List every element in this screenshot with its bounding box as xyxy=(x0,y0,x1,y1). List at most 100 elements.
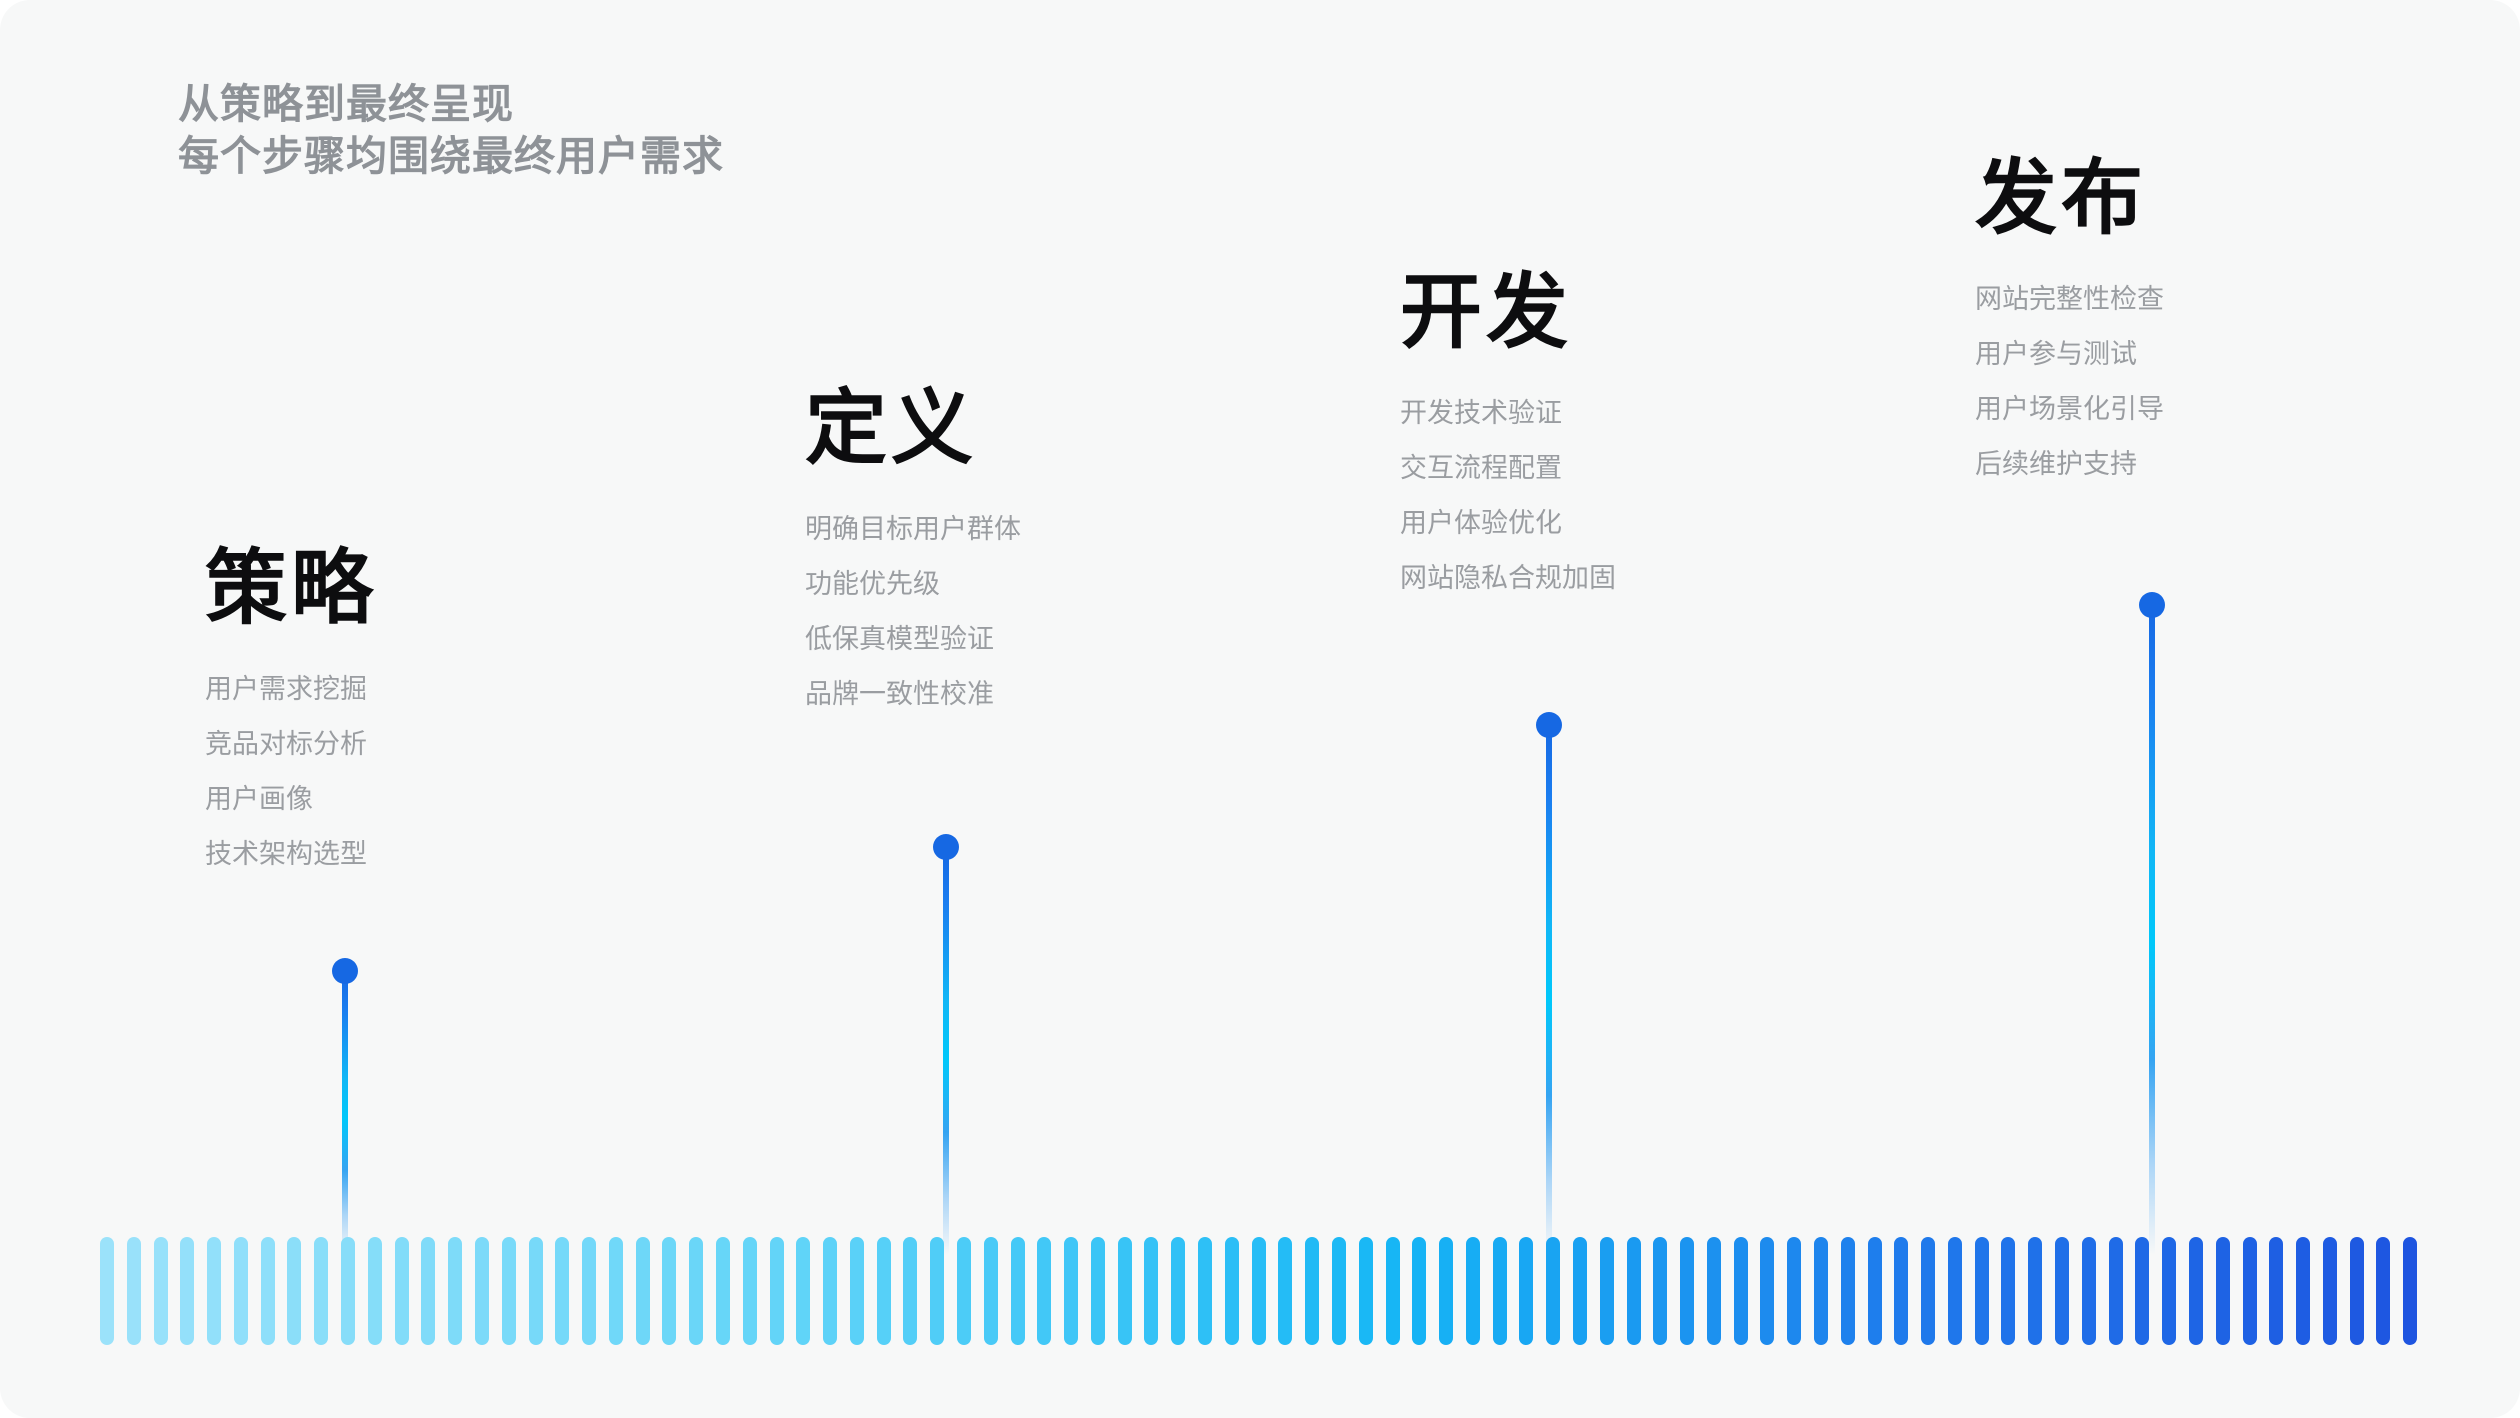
timeline-bar xyxy=(1385,1237,1400,1345)
timeline-bar xyxy=(1492,1237,1507,1345)
stage-item: 后续维护支持 xyxy=(1975,449,2137,479)
timeline-bar xyxy=(394,1237,409,1345)
timeline-bar xyxy=(1117,1237,1132,1345)
timeline-bar xyxy=(2081,1237,2096,1345)
timeline-bar xyxy=(1439,1237,1454,1345)
timeline-bar xyxy=(233,1237,248,1345)
stage-item: 用户体验优化 xyxy=(1400,508,1562,538)
timeline-bar xyxy=(1010,1237,1025,1345)
timeline-bar xyxy=(1278,1237,1293,1345)
stage-item: 用户需求挖掘 xyxy=(205,674,367,704)
stage-column: 发布网站完整性检查用户参与测试用户场景化引导后续维护支持 xyxy=(1975,158,2455,478)
stage-marker-stem xyxy=(2149,605,2155,1255)
timeline-bar xyxy=(474,1237,489,1345)
timeline-bar xyxy=(1144,1237,1159,1345)
stage-item-list: 明确目标用户群体功能优先级低保真模型验证品牌一致性校准 xyxy=(805,516,1285,708)
timeline-bar xyxy=(1974,1237,1989,1345)
timeline-bar xyxy=(957,1237,971,1345)
stage-marker-stem xyxy=(342,971,348,1255)
timeline-bar xyxy=(1546,1237,1561,1345)
timeline-bar xyxy=(635,1237,650,1345)
timeline-bar xyxy=(1814,1237,1828,1345)
stage-item: 开发技术验证 xyxy=(1400,398,1562,428)
timeline-bar xyxy=(1599,1237,1614,1345)
timeline-bar xyxy=(1037,1237,1052,1345)
timeline-bar xyxy=(1706,1237,1721,1345)
stage-marker[interactable] xyxy=(1536,712,1562,1255)
timeline-bar xyxy=(796,1237,811,1345)
timeline-bar xyxy=(1412,1237,1427,1345)
stage-column: 策略用户需求挖掘竞品对标分析用户画像技术架构选型 xyxy=(205,548,685,868)
timeline-bar-strip xyxy=(100,1237,2418,1345)
timeline-bar xyxy=(2162,1237,2177,1345)
timeline-bar xyxy=(1572,1237,1587,1345)
timeline-bar xyxy=(1653,1237,1668,1345)
stage-item: 用户场景化引导 xyxy=(1975,394,2164,424)
timeline-bar xyxy=(2055,1237,2070,1345)
header-block: 从策略到最终呈现 每个步骤均围绕最终用户需求 xyxy=(178,78,1078,183)
stage-column: 开发开发技术验证交互流程配置用户体验优化网站隐私合规加固 xyxy=(1400,272,1880,592)
timeline-bar xyxy=(501,1237,516,1345)
timeline-bar xyxy=(2322,1237,2337,1345)
timeline-bar xyxy=(1680,1237,1695,1345)
stage-item: 网站完整性检查 xyxy=(1975,284,2164,314)
timeline-bar xyxy=(153,1237,168,1345)
timeline-bar xyxy=(2135,1237,2150,1345)
stage-marker[interactable] xyxy=(332,958,358,1255)
stage-item: 明确目标用户群体 xyxy=(805,514,1021,544)
timeline-bar xyxy=(1921,1237,1936,1345)
stage-item-list: 网站完整性检查用户参与测试用户场景化引导后续维护支持 xyxy=(1975,286,2455,478)
timeline-bar xyxy=(2296,1237,2311,1345)
stage-item-list: 用户需求挖掘竞品对标分析用户画像技术架构选型 xyxy=(205,676,685,868)
timeline-bar xyxy=(1947,1237,1962,1345)
timeline-bar xyxy=(421,1237,436,1345)
stage-marker[interactable] xyxy=(2139,592,2165,1255)
stage-item: 交互流程配置 xyxy=(1400,453,1562,483)
timeline-bar xyxy=(769,1237,784,1345)
timeline-bar xyxy=(341,1237,356,1345)
timeline-bar xyxy=(2028,1237,2043,1345)
timeline-bar xyxy=(126,1237,141,1345)
stage-marker-dot-icon[interactable] xyxy=(2139,592,2165,618)
timeline-bar xyxy=(608,1237,623,1345)
stage-item: 竞品对标分析 xyxy=(205,729,367,759)
timeline-bar xyxy=(742,1237,757,1345)
stage-item: 用户参与测试 xyxy=(1975,339,2137,369)
stage-marker[interactable] xyxy=(933,834,959,1255)
timeline-bar xyxy=(1171,1237,1186,1345)
timeline-bar xyxy=(1840,1237,1855,1345)
timeline-bar xyxy=(367,1237,382,1345)
stage-title: 发布 xyxy=(1975,153,2148,244)
timeline-bar xyxy=(715,1237,730,1345)
header-line-1: 从策略到最终呈现 xyxy=(178,81,514,127)
stage-marker-stem xyxy=(1546,725,1552,1255)
timeline-bar xyxy=(1894,1237,1909,1345)
header-line-2: 每个步骤均围绕最终用户需求 xyxy=(178,133,724,180)
timeline-bar xyxy=(823,1237,838,1345)
stage-title: 定义 xyxy=(805,383,978,474)
timeline-bar xyxy=(1198,1237,1213,1345)
timeline-bar xyxy=(528,1237,543,1345)
timeline-bar xyxy=(2001,1237,2016,1345)
timeline-bar xyxy=(849,1237,864,1345)
timeline-bar xyxy=(1331,1237,1346,1345)
timeline-bar xyxy=(2376,1237,2391,1345)
timeline-bar xyxy=(983,1237,998,1345)
stage-marker-dot-icon[interactable] xyxy=(332,958,358,984)
stage-item: 功能优先级 xyxy=(805,569,940,599)
timeline-bar xyxy=(2215,1237,2230,1345)
timeline-bar xyxy=(2349,1237,2364,1345)
stage-marker-dot-icon[interactable] xyxy=(1536,712,1562,738)
timeline-bar xyxy=(207,1237,222,1345)
timeline-bar xyxy=(260,1237,275,1345)
stage-marker-stem xyxy=(943,847,949,1255)
timeline-bar xyxy=(1626,1237,1641,1345)
stage-marker-dot-icon[interactable] xyxy=(933,834,959,860)
timeline-bar xyxy=(1760,1237,1775,1345)
timeline-bar xyxy=(2242,1237,2257,1345)
stage-item: 技术架构选型 xyxy=(205,839,367,869)
timeline-bar xyxy=(448,1237,463,1345)
stage-title: 开发 xyxy=(1400,267,1573,358)
timeline-bar xyxy=(582,1237,597,1345)
